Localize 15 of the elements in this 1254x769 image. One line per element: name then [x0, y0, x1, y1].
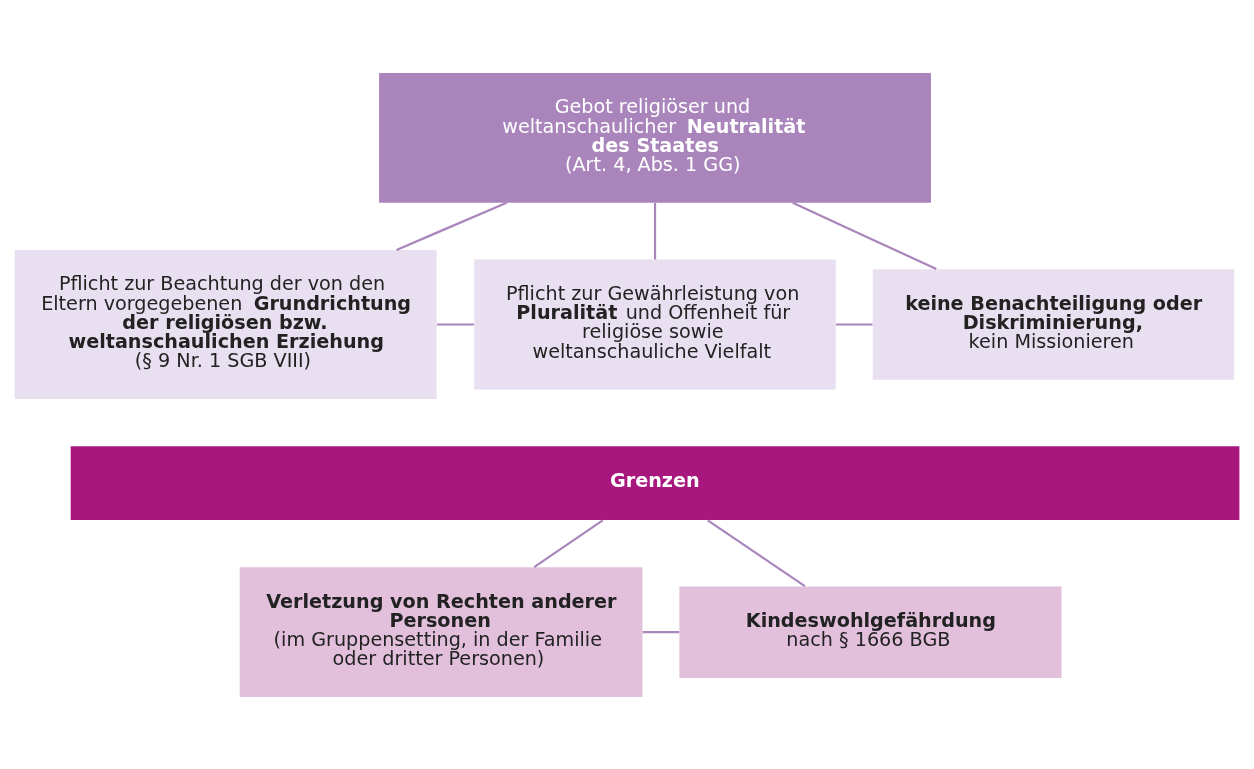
node-box: Grenzen: [70, 445, 1240, 520]
node-box: keine Benachteiligung oder Diskriminierung, kein Missionieren: [872, 268, 1235, 380]
connector: [396, 201, 508, 251]
connector: [835, 322, 873, 326]
node-box: Pflicht zur Gewährleistung von Pluralität und Offenheit für religiöse sowie weltanschauliche Vielfalt: [474, 259, 836, 389]
node-box: Pflicht zur Beachtung der von den Eltern vorgegebenen Grundrichtung der religiösen bzw. weltanschaulichen Erziehung (§ 9 Nr. 1 SGB VIII): [14, 249, 437, 399]
node-box: Verletzung von Rechten anderer Personen (im Gruppensetting, in der Familie oder dritter Personen): [239, 566, 643, 697]
node-box: Kindeswohlgefährdung nach § 1666 BGB: [679, 585, 1062, 678]
connector: [437, 322, 475, 326]
connector: [653, 202, 657, 259]
connector: [642, 630, 680, 633]
connector: [707, 518, 806, 587]
connector: [533, 518, 604, 568]
connector: [792, 201, 937, 270]
node-box: Gebot religiöser und weltanschaulicher Neutralität des Staates (Art. 4, Abs. 1 GG): [379, 72, 931, 203]
